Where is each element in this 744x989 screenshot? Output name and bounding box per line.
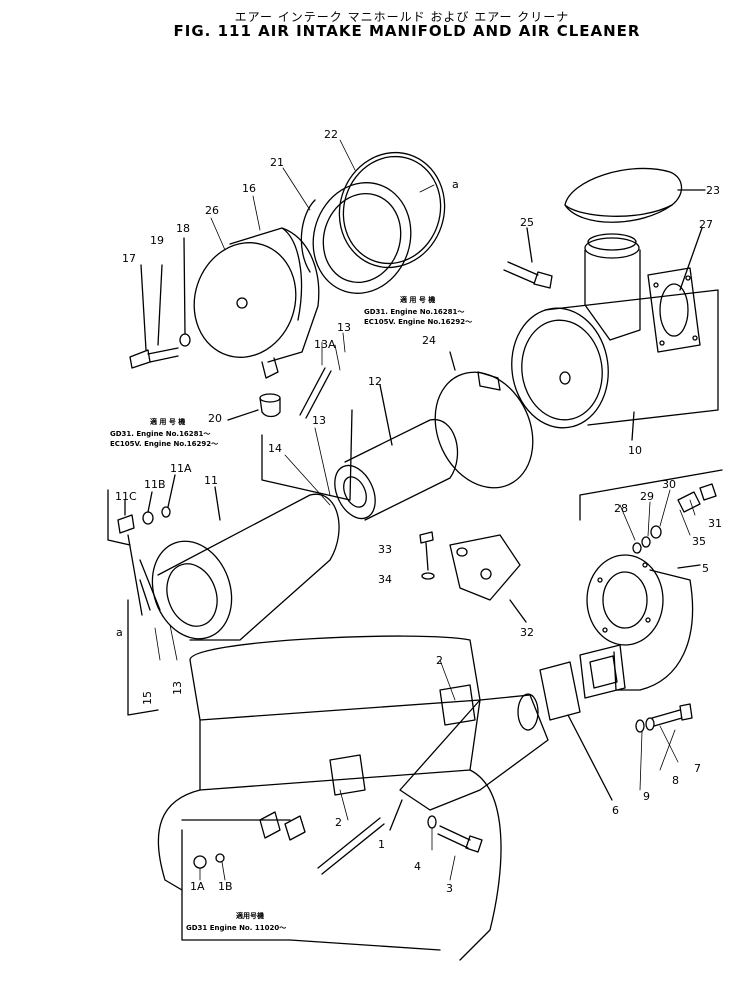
wing-bolt-part [129,237,191,369]
callout-3: 3 [446,882,453,895]
callout-32: 32 [520,626,534,639]
callout-13-mid: 13 [312,414,326,427]
callout-28: 28 [614,502,628,515]
rain-cap-part [564,167,706,223]
indicator-parts [632,483,717,554]
callout-5: 5 [702,562,709,575]
mounting-flange-part [647,227,703,353]
callout-29: 29 [640,490,654,503]
note-upper-line1: GD31. Engine No.16281～ [364,308,464,316]
callout-31: 31 [708,517,722,530]
figure-title-japanese: エアー インテーク マニホールド および エアー クリーナ [234,10,570,24]
detail-bracket-box [107,409,723,941]
figure-title: FIG. 111 AIR INTAKE MANIFOLD AND AIR CLE… [173,22,641,40]
callout-24: 24 [422,334,436,347]
callout-26: 26 [205,204,219,217]
elbow-bolt-part [635,703,693,733]
note-upper-line2: EC105V. Engine No.16292～ [364,318,472,326]
callout-1B: 1B [218,880,233,893]
callout-13A: 13A [314,338,336,351]
upper-air-cleaner-body-part [193,227,320,379]
callout-1A: 1A [190,880,205,893]
note-left-heading: 適 用 号 機 [150,417,185,426]
callout-25: 25 [520,216,534,229]
note-lower-heading: 適用号機 [236,911,264,920]
callout-30: 30 [662,478,676,491]
callout-a-upper: a [452,178,459,191]
note-upper-heading: 適 用 号 機 [400,295,435,304]
callout-11A: 11A [170,462,192,475]
bolt-part [503,227,553,289]
manifold-gasket-part [539,644,626,801]
intake-manifold-part [389,693,549,831]
callout-9: 9 [643,790,650,803]
wing-nut-part [117,474,176,616]
callout-10: 10 [628,444,642,457]
callout-16: 16 [242,182,256,195]
callout-2-right: 2 [436,654,443,667]
upper-cleaner-housing-part [511,233,719,441]
manifold-bolt-part [427,815,483,853]
callout-7: 7 [694,762,701,775]
callout-23: 23 [706,184,720,197]
long-bolt-part [139,367,385,875]
note-left-line1: GD31. Engine No.16281～ [110,430,210,438]
callout-22: 22 [324,128,338,141]
callout-11C: 11C [115,490,137,503]
callout-15: 15 [141,691,154,705]
callout-20: 20 [208,412,222,425]
callout-17: 17 [122,252,136,265]
callout-11B: 11B [144,478,166,491]
callout-12: 12 [368,375,382,388]
callout-18: 18 [176,222,190,235]
callout-11: 11 [204,474,218,487]
outer-filter-element-part [151,486,340,641]
callout-13-lower: 13 [171,681,184,695]
callout-8: 8 [672,774,679,787]
gasket-ring-part [338,151,446,269]
head-gasket-part [329,684,476,796]
callout-4: 4 [414,860,421,873]
applicability-notes: 適 用 号 機 GD31. Engine No.16281～ EC105V. E… [110,295,472,932]
intake-elbow-part [586,554,701,691]
callout-19: 19 [150,234,164,247]
callout-1: 1 [378,838,385,851]
callout-27: 27 [699,218,713,231]
clamp-band-part [434,351,534,489]
note-left-line2: EC105V. Engine No.16292～ [110,440,218,448]
leader-lines [154,139,696,881]
note-lower-line1: GD31 Engine No. 11020～ [186,924,286,932]
engine-head-outline [157,635,502,961]
callout-21: 21 [270,156,284,169]
dust-valve-part [227,393,281,421]
callout-13-upper: 13 [337,321,351,334]
inner-filter-element-part [334,384,459,521]
callout-2-left: 2 [335,816,342,829]
cleaner-cover-part [300,182,412,294]
callout-34: 34 [378,573,392,586]
callout-14: 14 [268,442,282,455]
callout-a-lower: a [116,626,123,639]
callout-labels: 22 21 16 26 18 19 17 a 23 25 27 13 13A 2… [115,128,722,895]
callout-6: 6 [612,804,619,817]
callout-35: 35 [692,535,706,548]
support-bracket-part [419,531,527,623]
callout-33: 33 [378,543,392,556]
